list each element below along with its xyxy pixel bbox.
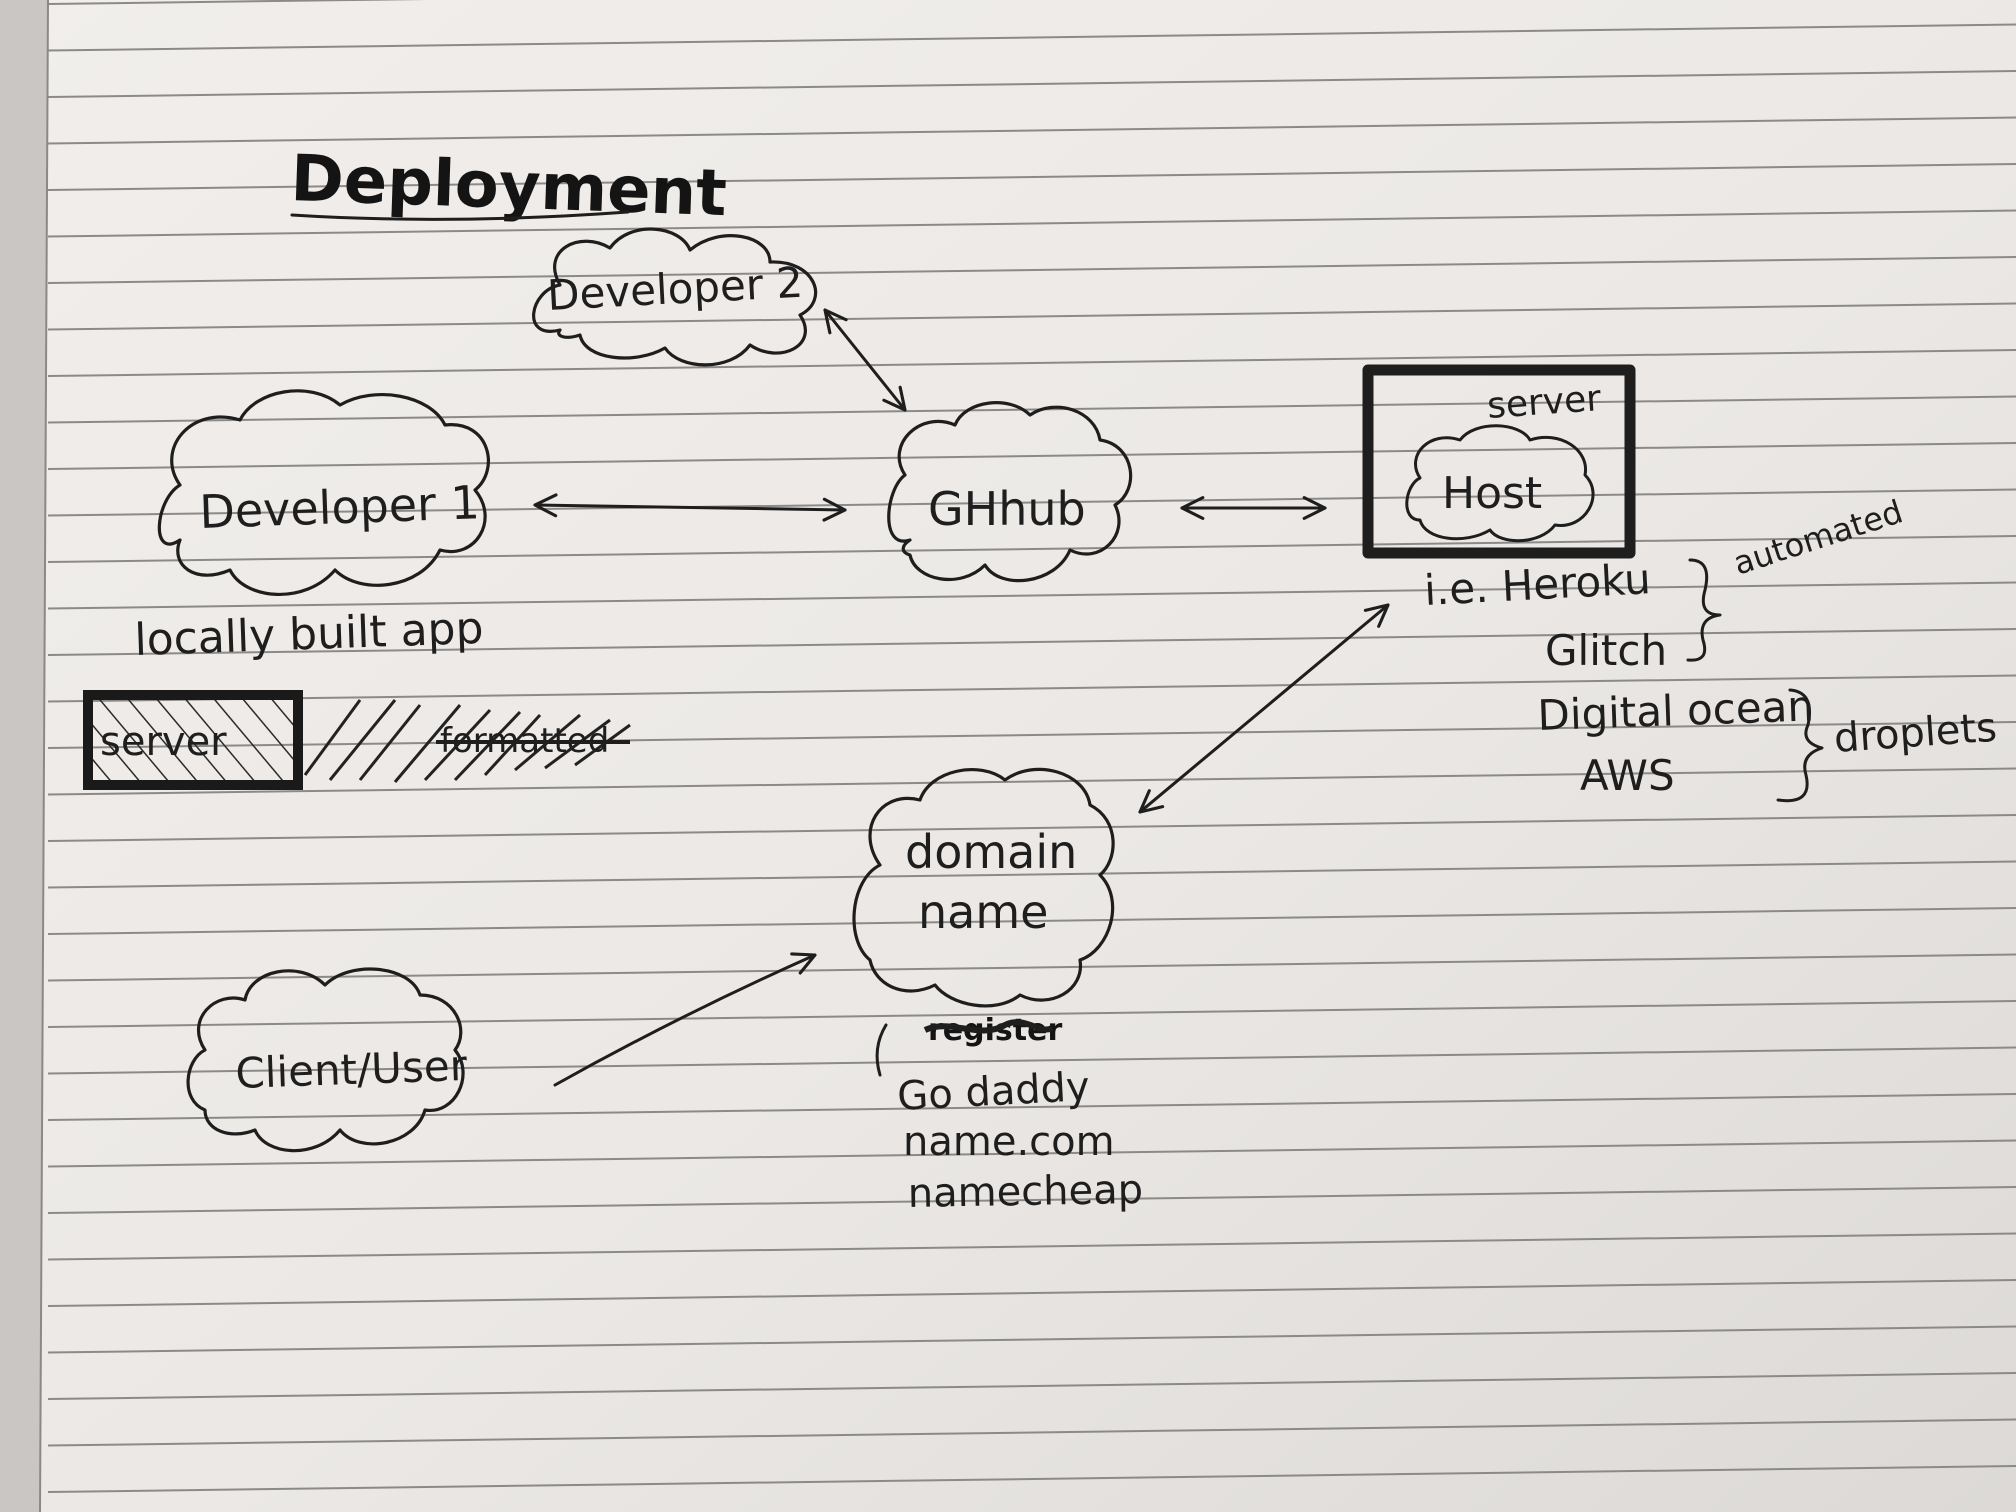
ruled-line <box>47 535 2016 563</box>
developer1-cloud <box>157 389 490 596</box>
page-edge <box>0 0 48 1512</box>
title-underline <box>290 210 630 221</box>
ruled-line <box>47 163 2016 191</box>
ruled-line <box>47 1000 2016 1028</box>
ruled-lines <box>47 0 2016 1493</box>
droplets-brace <box>1776 688 1824 803</box>
diagram-title: Deployment <box>289 142 728 231</box>
ruled-line <box>47 581 2016 610</box>
hatch-scribble <box>303 699 631 783</box>
client-user-label: Client/User <box>235 1041 469 1098</box>
host-server-box <box>1362 364 1636 559</box>
ruled-line <box>47 1046 2016 1075</box>
registrar-godaddy: Go daddy <box>896 1064 1091 1120</box>
ruled-line <box>47 674 2016 703</box>
ruled-line <box>47 349 2016 377</box>
registrar-bracket <box>875 1023 888 1077</box>
ruled-line <box>47 1325 2016 1354</box>
host-provider-heroku: i.e. Heroku <box>1423 554 1652 615</box>
ruled-line <box>47 256 2016 284</box>
ruled-line <box>47 767 2016 796</box>
ruled-line <box>47 721 2016 749</box>
host-cloud <box>1405 424 1595 543</box>
ruled-line <box>47 1186 2016 1214</box>
registrar-namecheap: namecheap <box>907 1167 1143 1217</box>
github-cloud <box>887 401 1133 583</box>
arrow-developer2-github <box>823 308 907 412</box>
crossed-server-box <box>83 690 303 790</box>
droplets-label: droplets <box>1832 705 1998 762</box>
ruled-line <box>47 209 2016 238</box>
client-user-cloud <box>186 967 465 1153</box>
ruled-line <box>47 1418 2016 1447</box>
github-label: GHhub <box>928 482 1086 536</box>
ruled-line <box>47 70 2016 98</box>
ruled-line <box>47 907 2016 935</box>
ruled-line <box>47 488 2016 517</box>
locally-built-app-caption: locally built app <box>134 603 485 666</box>
ruled-line <box>47 1139 2016 1168</box>
ruled-line <box>47 1093 2016 1121</box>
ruled-line <box>47 302 2016 331</box>
developer1-label: Developer 1 <box>198 475 480 539</box>
arrow-developer1-github <box>533 493 847 522</box>
arrow-domain-host <box>1138 603 1390 814</box>
arrow-client-domain <box>553 952 817 1087</box>
ruled-line <box>47 442 2016 470</box>
host-provider-glitch: Glitch <box>1545 626 1667 675</box>
ruled-line <box>47 814 2016 842</box>
host-provider-digitalocean: Digital ocean <box>1537 681 1815 740</box>
ruled-line <box>47 23 2016 52</box>
ruled-line <box>47 1279 2016 1307</box>
ruled-line <box>47 395 2016 424</box>
ruled-line <box>47 1465 2016 1493</box>
ruled-line <box>47 116 2016 145</box>
domain-name-label-line1: domain <box>905 825 1077 879</box>
ruled-line <box>47 1372 2016 1400</box>
crossed-server-text: server <box>100 719 227 765</box>
host-provider-aws: AWS <box>1580 751 1675 800</box>
page-edge-line <box>39 0 49 1512</box>
ruled-line <box>47 1232 2016 1261</box>
ruled-line <box>47 628 2016 656</box>
ruled-line <box>47 953 2016 982</box>
ruled-line <box>47 860 2016 889</box>
registrar-scribble <box>923 1019 1054 1034</box>
registrar-namecom: name.com <box>903 1119 1115 1165</box>
automated-brace <box>1686 558 1722 662</box>
domain-name-label-line2: name <box>918 885 1048 939</box>
developer2-cloud <box>532 227 818 367</box>
server-label: server <box>1486 378 1603 427</box>
domain-name-cloud <box>852 767 1115 1008</box>
host-label: Host <box>1442 468 1542 519</box>
